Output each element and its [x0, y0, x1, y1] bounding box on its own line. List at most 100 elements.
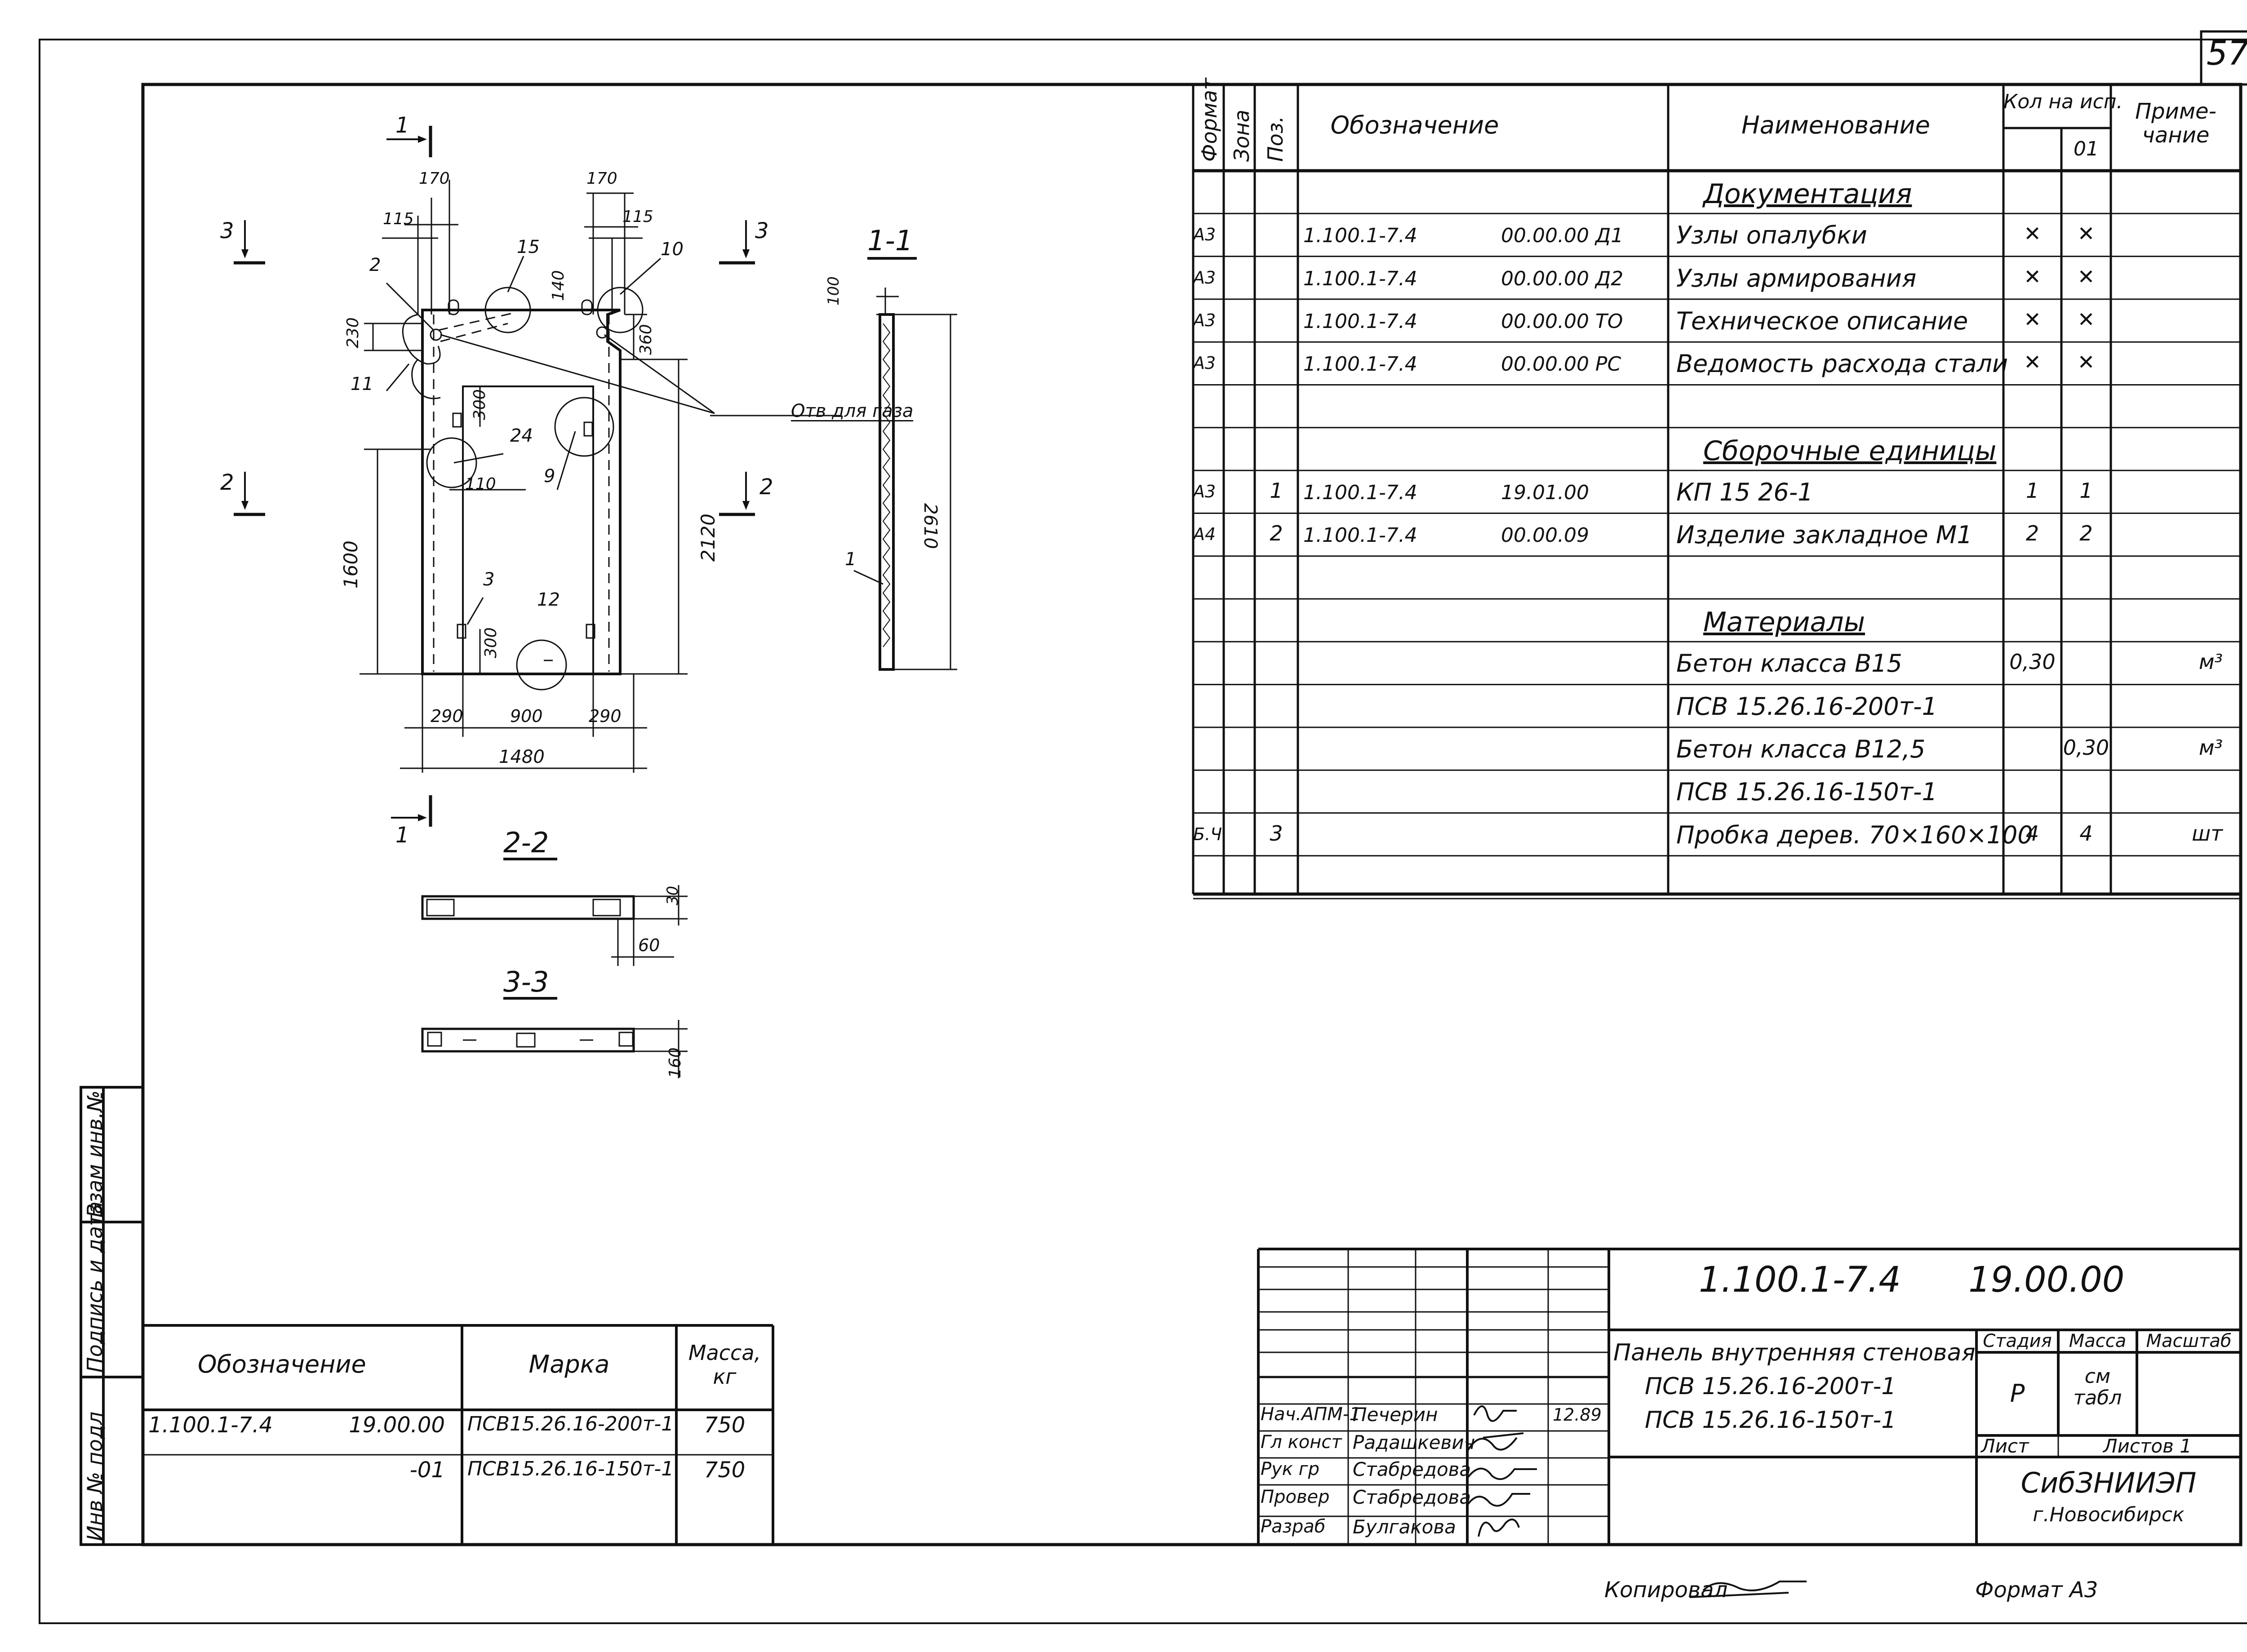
title-date: 12.89	[1553, 1405, 1602, 1425]
person-role: Разраб	[1261, 1516, 1326, 1537]
arrowheads	[241, 136, 750, 821]
title-org-name: СибЗНИИЭП	[2021, 1466, 2197, 1499]
panel-details	[402, 287, 644, 691]
section-3-3	[421, 997, 688, 1078]
sheet-border	[39, 39, 2247, 1624]
title-scale-label: Масштаб	[2146, 1331, 2232, 1351]
dim-115-left: 115	[383, 210, 414, 228]
spec-cell-name: Узлы опалубки	[1676, 221, 1867, 250]
spec-cell-q1: 1	[2025, 478, 2039, 503]
spec-cell-note: м³	[2198, 735, 2223, 760]
footer-copied: Копировал	[1604, 1577, 1728, 1603]
dim-1600: 1600	[340, 540, 362, 589]
side-stamp-frame	[80, 1086, 144, 1546]
marks-cell-des1: 1.100.1-7.4	[148, 1413, 273, 1438]
dim-170-right: 170	[586, 169, 617, 188]
cut-label-3-left: 3	[220, 218, 234, 244]
dim-115-right: 115	[622, 208, 653, 226]
pos-label-11: 11	[351, 374, 373, 394]
spec-cell-q2: 4	[2079, 821, 2093, 846]
marks-cell-mass: 750	[704, 1457, 746, 1483]
spec-cell-name: Узлы армирования	[1676, 264, 1917, 292]
spec-cell-note: шт	[2192, 821, 2223, 846]
spec-cell-pos: 3	[1270, 821, 1283, 846]
dim-1480: 1480	[499, 747, 545, 767]
section-label-2-2: 2-2	[503, 826, 549, 859]
dim-170-left: 170	[419, 169, 450, 188]
panel-outline	[421, 309, 622, 675]
pos-label-24: 24	[510, 425, 533, 446]
spec-header-name: Наименование	[1741, 111, 1930, 139]
spec-cell-q2: ✕	[2077, 307, 2095, 332]
spec-cell-name: Сборочные единицы	[1703, 435, 1997, 467]
spec-cell-format: А3	[1193, 225, 1216, 245]
label-gas-holes: Отв для газа	[791, 401, 914, 421]
spec-cell-format: А4	[1193, 524, 1216, 545]
dim-140: 140	[549, 270, 568, 301]
cut-label-2-left: 2	[220, 470, 234, 495]
spec-cell-q1: 2	[2025, 521, 2039, 546]
person-role: Провер	[1261, 1487, 1330, 1507]
pos-label-12: 12	[537, 589, 560, 610]
person-name: Печерин	[1353, 1404, 1438, 1426]
dim-160: 160	[666, 1047, 684, 1078]
spec-header-designation: Обозначение	[1330, 111, 1499, 139]
spec-cell-des2: 00.00.00 Д2	[1501, 267, 1624, 290]
spec-cell-format: А3	[1193, 267, 1216, 288]
pos-label-9: 9	[544, 466, 555, 487]
spec-cell-note: м³	[2198, 650, 2223, 674]
dim-2120: 2120	[697, 514, 719, 562]
spec-cell-des1: 1.100.1-7.4	[1303, 267, 1417, 290]
dim-300-bottom: 300	[482, 627, 500, 658]
spec-cell-q2: 2	[2079, 521, 2093, 546]
marks-cell-mark: ПСВ15.26.16-200т-1	[467, 1413, 674, 1435]
footer-format: Формат А3	[1975, 1577, 2098, 1603]
spec-cell-format: А3	[1193, 482, 1216, 502]
side-stamp-inv-podl: Инв № подл	[83, 1411, 107, 1541]
dim-100: 100	[825, 276, 843, 306]
person-name: Стабредова	[1353, 1486, 1471, 1508]
dim-290-left: 290	[431, 706, 463, 726]
side-stamp-vzam: Взам инв.№	[83, 1090, 107, 1218]
cut-label-1-top: 1	[395, 113, 409, 138]
spec-cell-des2: 00.00.00 ТО	[1501, 310, 1623, 333]
spec-cell-q2: 0,30	[2063, 735, 2109, 760]
spec-cell-des1: 1.100.1-7.4	[1303, 353, 1417, 376]
person-name: Радашкевич	[1353, 1431, 1475, 1453]
leader-lines	[386, 256, 840, 661]
dim-110: 110	[465, 475, 496, 493]
drawing-frame	[141, 83, 2243, 1546]
spec-cell-des2: 00.00.00 РС	[1501, 353, 1621, 376]
dim-30: 30	[664, 886, 682, 905]
spec-cell-name: Техническое описание	[1676, 306, 1968, 335]
spec-cell-format: А3	[1193, 310, 1216, 330]
spec-cell-des2: 19.01.00	[1501, 481, 1589, 505]
person-role: Гл конст	[1261, 1432, 1342, 1453]
person-name: Стабредова	[1353, 1458, 1471, 1480]
title-name-1: Панель внутренняя стеновая	[1613, 1339, 1976, 1366]
spec-cell-name: Изделие закладное М1	[1676, 521, 1972, 549]
marks-cell-mark: ПСВ15.26.16-150т-1	[467, 1457, 674, 1480]
spec-cell-q1: 0,30	[2009, 650, 2056, 674]
title-stage-label: Стадия	[1983, 1331, 2052, 1351]
spec-cell-q2: 1	[2079, 478, 2093, 503]
person-role: Рук гр	[1261, 1459, 1320, 1479]
title-org-city: г.Новосибирск	[2033, 1503, 2185, 1526]
dim-900: 900	[510, 706, 543, 726]
spec-header-qty-col: 01	[2074, 137, 2099, 160]
dim-230: 230	[344, 317, 362, 348]
dimension-lines	[360, 180, 688, 773]
spec-cell-des1: 1.100.1-7.4	[1303, 481, 1417, 505]
spec-cell-des2: 00.00.09	[1501, 524, 1589, 547]
spec-cell-q1: ✕	[2024, 221, 2041, 246]
title-mass-value: см табл	[2073, 1365, 2122, 1410]
dim-2610: 2610	[920, 503, 941, 549]
spec-cell-name: ПСВ 15.26.16-150т-1	[1676, 778, 1937, 806]
marks-header-designation: Обозначение	[198, 1350, 366, 1378]
spec-header-qty: Кол на исп.	[2003, 90, 2123, 113]
section-2-2	[421, 858, 688, 966]
dim-300-top: 300	[471, 389, 489, 420]
spec-cell-name: Документация	[1703, 178, 1912, 210]
title-sheet-label: Лист	[1981, 1435, 2029, 1457]
spec-cell-name: Бетон класса В15	[1676, 649, 1902, 678]
